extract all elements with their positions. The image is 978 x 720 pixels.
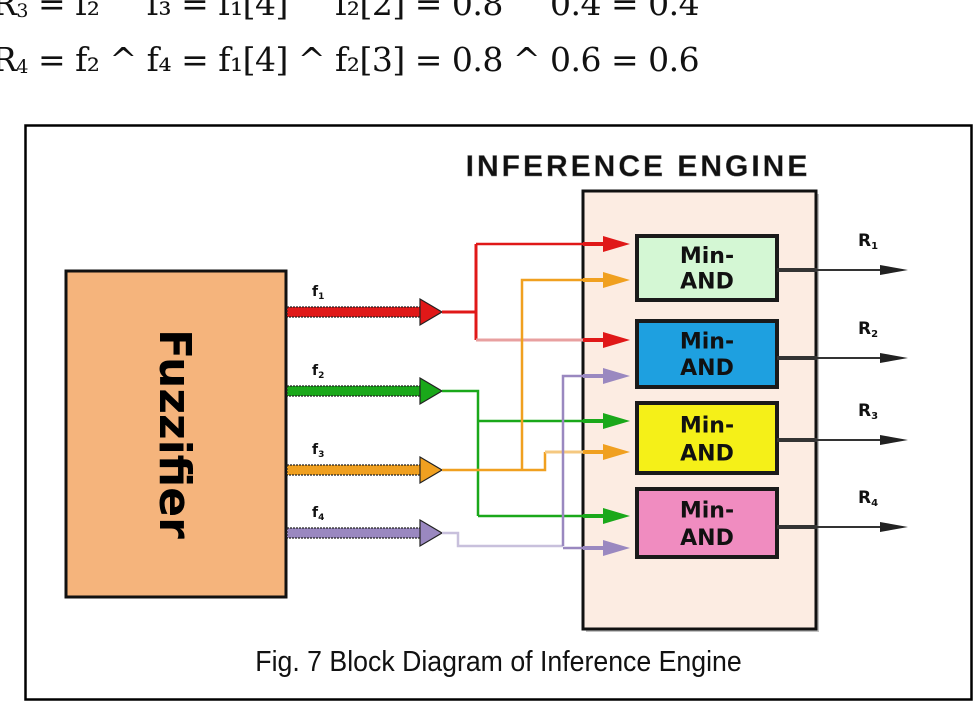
figure-caption: Fig. 7 Block Diagram of Inference Engine <box>255 646 742 678</box>
input-label-subscript: 3 <box>318 450 324 460</box>
gate-box <box>635 234 779 302</box>
equation-r4: R4 = f₂ ^ f₄ = f₁[4] ^ f₂[3] = 0.8 ^ 0.6… <box>0 40 700 79</box>
wire-f3-stem <box>442 452 547 472</box>
engine-title: INFERENCE ENGINE <box>466 150 811 183</box>
wire-f4-stem <box>442 531 563 548</box>
output-arrow-head <box>880 265 908 275</box>
gate-label-line2: AND <box>680 356 734 381</box>
arrow-head <box>419 297 444 327</box>
equation-lhs: R <box>0 40 17 79</box>
gate2-input-f1 <box>603 332 630 348</box>
arrow-head <box>419 518 444 548</box>
input-label-subscript: 2 <box>318 371 324 381</box>
input-arrow-f1: f1 <box>286 284 444 327</box>
gate-label-line1: Min- <box>680 413 734 438</box>
output-R1: R1 <box>777 231 908 275</box>
arrow-shaft <box>286 527 423 539</box>
equation-body: = f₂ ^ f₄ = f₁[4] ^ f₂[3] = 0.8 ^ 0.6 = … <box>27 40 700 79</box>
gate-label-line1: Min- <box>680 499 734 524</box>
gate4-input-f2 <box>603 508 630 524</box>
gate-label-line2: AND <box>680 269 734 294</box>
min-and-gate-1: Min-AND <box>635 234 779 302</box>
equation-r3: R3 = f₂ ^ f₃ = f₁[4] ^ f₂[2] = 0.8 ^ 0.4… <box>0 0 700 23</box>
gate3-input-f3 <box>603 444 630 460</box>
input-arrow-f2: f2 <box>286 363 444 406</box>
gate-label-line1: Min- <box>680 330 734 355</box>
arrow-shaft <box>286 385 423 397</box>
output-R2: R2 <box>777 319 908 363</box>
output-label-subscript: 1 <box>871 241 878 252</box>
gate-box <box>635 319 779 389</box>
gate-box <box>635 487 779 559</box>
gate4-input-f4 <box>603 540 630 556</box>
input-arrow-f3: f3 <box>286 442 444 485</box>
routing-wires <box>442 236 630 556</box>
output-arrow-head <box>880 522 908 532</box>
min-and-gate-3: Min- AND <box>635 401 779 475</box>
fuzzifier-label: Fuzzifier <box>149 329 200 539</box>
arrow-shaft <box>286 464 423 476</box>
min-and-gate-4: Min-AND <box>635 487 779 559</box>
output-label-subscript: 2 <box>871 329 878 340</box>
equation-body: = f₂ ^ f₃ = f₁[4] ^ f₂[2] = 0.8 ^ 0.4 = … <box>27 0 700 23</box>
output-arrow-head <box>880 353 908 363</box>
input-label-subscript: 4 <box>318 513 324 523</box>
gate2-input-f4 <box>603 368 630 384</box>
gate-label-line1: Min- <box>680 244 734 269</box>
gate-label-line2: AND <box>680 526 734 551</box>
wire-f4-to-gate2 <box>561 374 583 546</box>
gate1-input-f3 <box>603 272 630 288</box>
equation-lhs: R <box>0 0 17 23</box>
gate-box <box>635 401 779 475</box>
arrow-head <box>419 455 444 485</box>
wire-f3-to-gate1 <box>520 278 583 470</box>
min-and-gate-2: Min-AND <box>635 319 779 389</box>
equation-lhs-subscript: 4 <box>16 56 28 78</box>
gate-label-line2: AND <box>680 441 734 466</box>
output-label-subscript: 4 <box>871 498 878 509</box>
gate3-input-f2 <box>603 413 630 429</box>
fuzzifier-block: Fuzzifier <box>64 269 288 599</box>
gate1-input-f1 <box>603 236 630 252</box>
arrow-head <box>419 376 444 406</box>
output-label-subscript: 3 <box>871 411 878 422</box>
wire-f2-trunk <box>442 389 480 516</box>
input-label-subscript: 1 <box>318 292 324 302</box>
output-arrow-head <box>880 435 908 445</box>
arrow-shaft <box>286 306 423 318</box>
equation-lhs-subscript: 3 <box>16 0 28 22</box>
